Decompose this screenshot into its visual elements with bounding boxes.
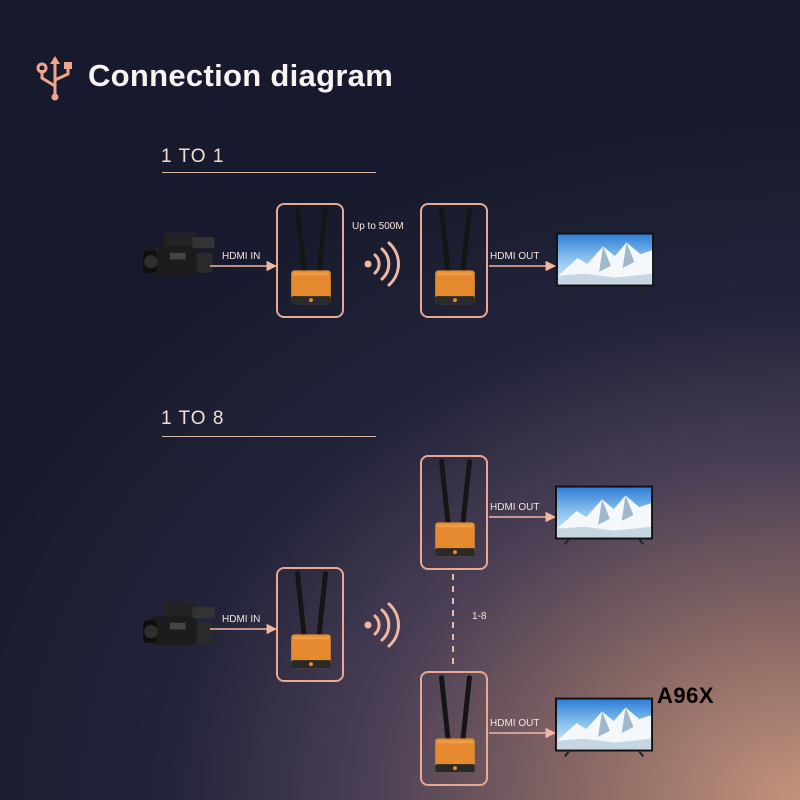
- arrow-right-icon: [489, 260, 557, 271]
- dashed-connector: [452, 574, 454, 666]
- transmitter-box: [276, 203, 344, 318]
- section-divider: [162, 172, 376, 173]
- transmitter-box: [276, 567, 344, 682]
- tv-icon: [555, 696, 653, 758]
- hdmi-out-label: HDMI OUT: [490, 502, 540, 513]
- receiver-icon: [422, 673, 486, 784]
- range-label: Up to 500M: [352, 221, 404, 232]
- wireless-signal-icon: [362, 602, 402, 648]
- receiver-icon: [422, 205, 486, 316]
- hdmi-in-label: HDMI IN: [222, 614, 261, 625]
- receiver-box: [420, 203, 488, 318]
- arrow-right-icon: [210, 260, 278, 271]
- transmitter-icon: [278, 569, 342, 680]
- usb-icon: [36, 56, 72, 101]
- hdmi-out-label: HDMI OUT: [490, 251, 540, 262]
- transmitter-icon: [278, 205, 342, 316]
- tv-icon: [556, 231, 654, 293]
- hdmi-in-label: HDMI IN: [222, 251, 261, 262]
- camera-icon: [143, 226, 217, 284]
- brand-label: A96X: [657, 683, 715, 708]
- section-title-1to8: 1 TO 8: [161, 408, 225, 429]
- receiver-box: [420, 455, 488, 570]
- receiver-box: [420, 671, 488, 786]
- arrow-right-icon: [489, 511, 557, 522]
- camera-icon: [143, 596, 217, 654]
- arrow-right-icon: [210, 623, 278, 634]
- section-divider: [162, 436, 376, 437]
- arrow-right-icon: [489, 727, 557, 738]
- wireless-signal-icon: [362, 241, 402, 287]
- count-label: 1-8: [472, 611, 487, 622]
- section-title-1to1: 1 TO 1: [161, 146, 225, 167]
- tv-icon: [555, 484, 653, 546]
- receiver-icon: [422, 457, 486, 568]
- page-title: Connection diagram: [88, 58, 394, 93]
- hdmi-out-label: HDMI OUT: [490, 718, 540, 729]
